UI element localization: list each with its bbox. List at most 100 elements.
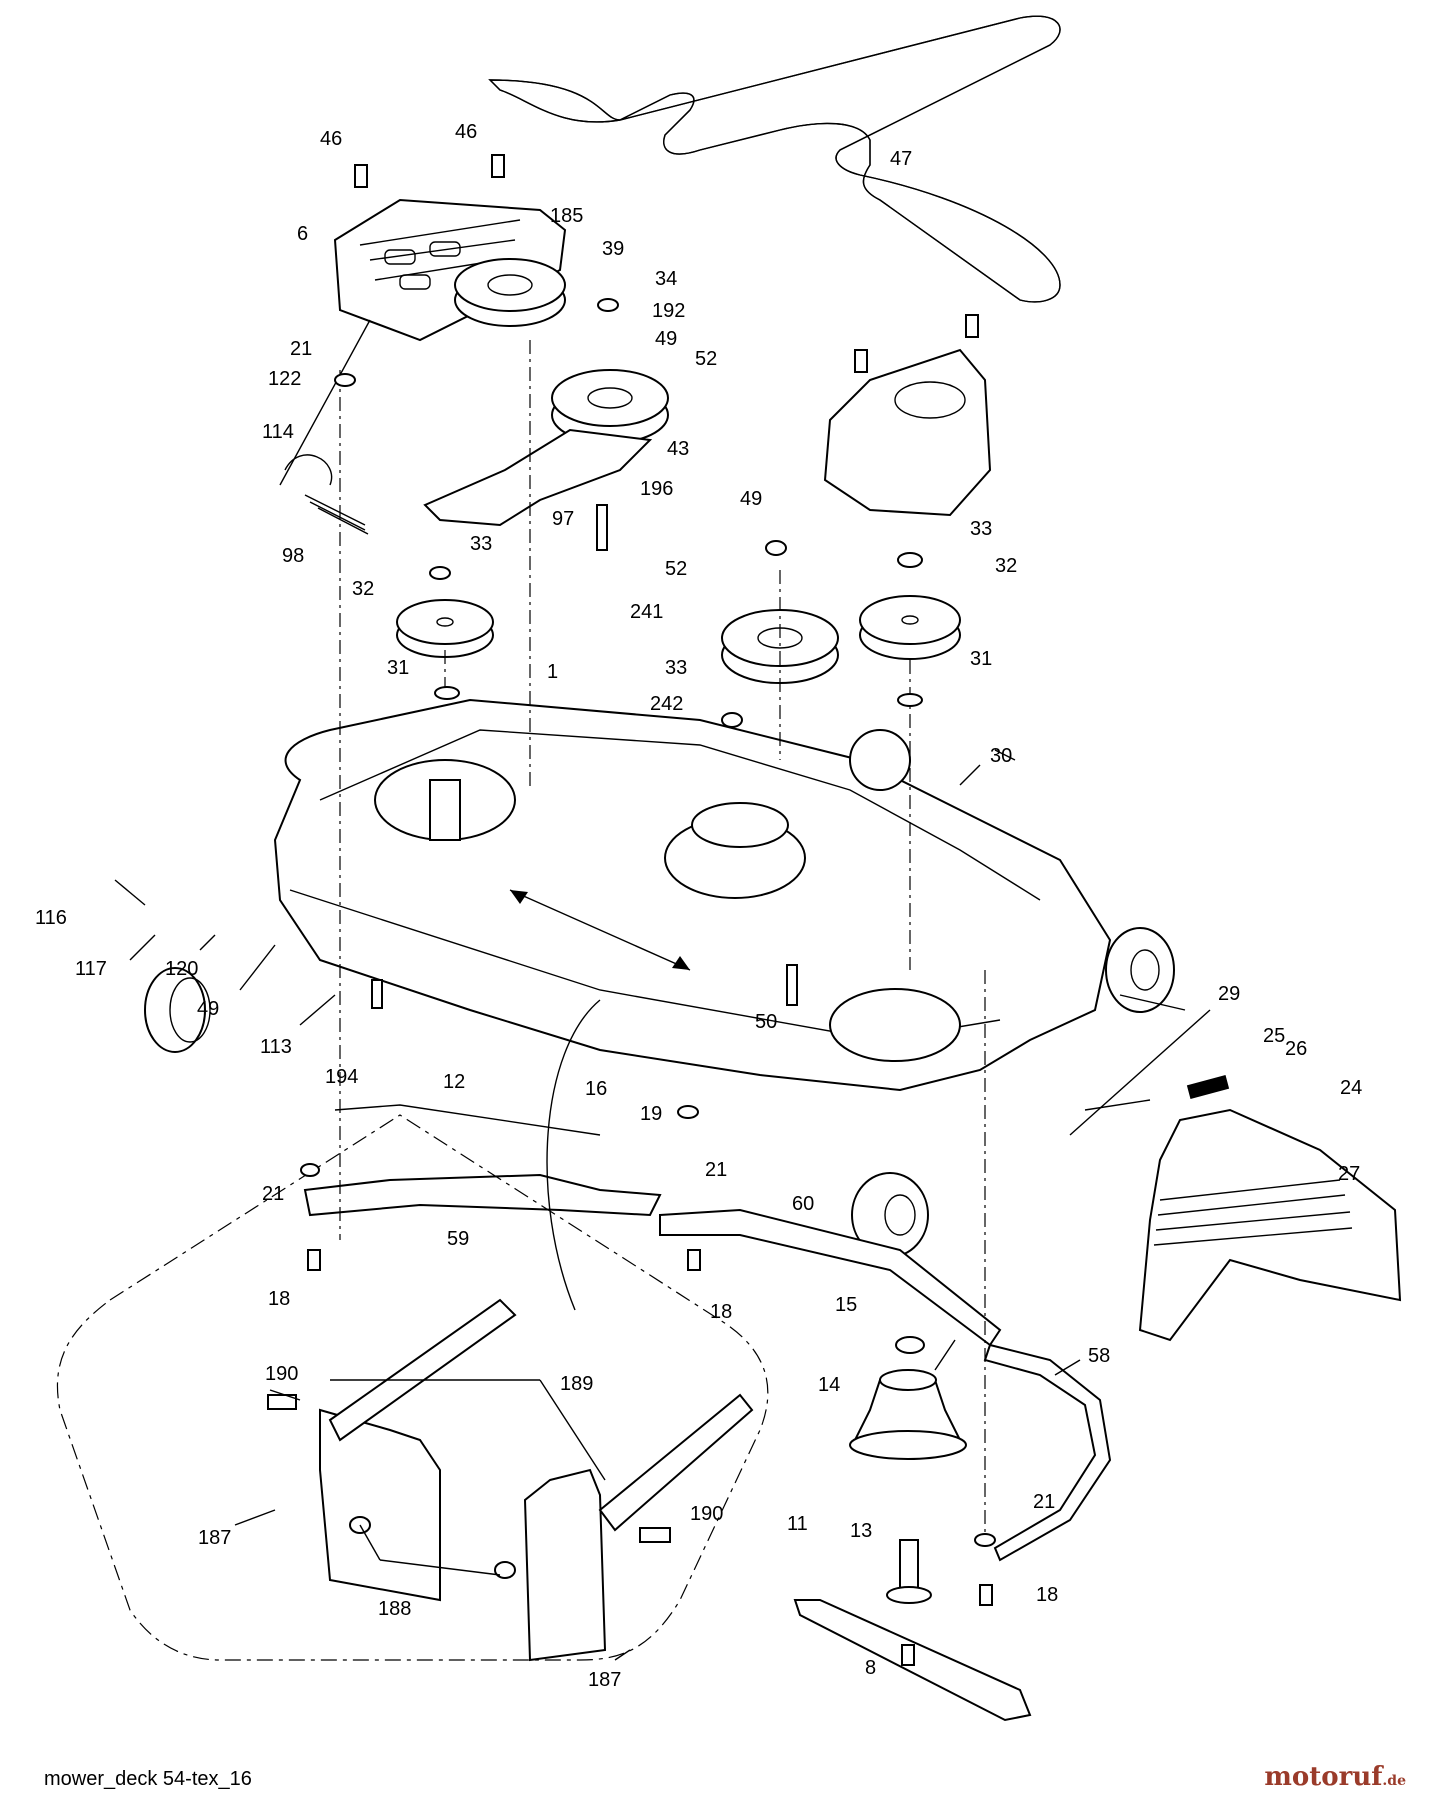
callout: 14: [818, 1374, 840, 1396]
callout: 31: [970, 648, 992, 670]
alignment-lines: [339, 340, 986, 1540]
discharge-chute: [1138, 1108, 1402, 1342]
callout: 1: [547, 661, 558, 683]
chute-spring: [1084, 1075, 1230, 1111]
callout: 97: [552, 508, 574, 530]
callout: 113: [260, 1036, 292, 1058]
callout: 49: [197, 998, 219, 1020]
gauge-wheel-rear: [849, 729, 911, 791]
callout: 49: [740, 488, 762, 510]
spindle-pulley-32-right: [859, 595, 961, 660]
lift-link-60: [659, 1208, 1002, 1347]
callout: 27: [1338, 1163, 1360, 1185]
callout: 49: [655, 328, 677, 350]
height-bracket-right: [523, 1393, 754, 1662]
callout: 21: [1033, 1491, 1055, 1513]
callout: 11: [787, 1513, 808, 1535]
lift-link-59: [303, 1173, 662, 1217]
gauge-wheel-left: [144, 967, 211, 1053]
callout: 31: [387, 657, 409, 679]
callout: 188: [378, 1598, 411, 1620]
inset-box: [56, 1114, 769, 1661]
callout: 122: [268, 368, 301, 390]
callout: 19: [640, 1103, 662, 1125]
callout: 43: [667, 438, 689, 460]
callout: 6: [297, 223, 308, 245]
callout: 24: [1340, 1077, 1362, 1099]
callout: 190: [265, 1363, 298, 1385]
callout: 32: [352, 578, 374, 600]
right-belt-cover: [823, 348, 992, 517]
callout: 26: [1285, 1038, 1307, 1060]
callout: 190: [690, 1503, 723, 1525]
callout: 241: [630, 601, 663, 623]
callout: 12: [443, 1071, 465, 1093]
spindle-pulley-32-left: [396, 599, 494, 658]
callout: 25: [1263, 1025, 1285, 1047]
callout: 18: [1036, 1584, 1058, 1606]
lift-link-58: [983, 1343, 1112, 1562]
callout: 50: [755, 1011, 777, 1033]
callout: 21: [262, 1183, 284, 1205]
callout: 33: [665, 657, 687, 679]
callout: 187: [588, 1669, 621, 1691]
callout: 52: [695, 348, 717, 370]
callout: 29: [1218, 983, 1240, 1005]
callout: 33: [970, 518, 992, 540]
callout-labels: 46 46 47 185 6 39 34 192 49 52 21 122 43…: [35, 121, 1362, 1691]
callout: 185: [550, 205, 583, 227]
callout: 192: [652, 300, 685, 322]
callout: 39: [602, 238, 624, 260]
callout: 98: [282, 545, 304, 567]
deck-housing: [273, 698, 1112, 1092]
callout: 21: [705, 1159, 727, 1181]
callout: 116: [35, 907, 67, 929]
callout: 15: [835, 1294, 857, 1316]
callout: 120: [165, 958, 198, 980]
callout: 30: [990, 745, 1012, 767]
callout: 47: [890, 148, 912, 170]
callout: 58: [1088, 1345, 1110, 1367]
site-logo: motoruf.de: [1264, 1762, 1406, 1792]
callout: 189: [560, 1373, 593, 1395]
callout: 13: [850, 1520, 872, 1542]
idler-pulley-39: [454, 258, 566, 327]
callout: 33: [470, 533, 492, 555]
callout: 117: [75, 958, 107, 980]
callout: 52: [665, 558, 687, 580]
callout: 21: [290, 338, 312, 360]
logo-name: motoruf: [1264, 1762, 1383, 1792]
diagram-caption: mower_deck 54-tex_16: [44, 1768, 252, 1790]
callout: 46: [320, 128, 342, 150]
idler-arm: [423, 428, 653, 527]
callout: 46: [455, 121, 477, 143]
leader-lines: [114, 749, 1211, 1661]
logo-tld: .de: [1382, 1773, 1406, 1789]
movement-arrow: [509, 889, 691, 1311]
callout: 194: [325, 1066, 358, 1088]
callout: 32: [995, 555, 1017, 577]
callout: 60: [792, 1193, 814, 1215]
drive-belt: [488, 15, 1061, 303]
tension-spring: [279, 319, 371, 535]
callout: 114: [262, 421, 294, 443]
callout: 18: [268, 1288, 290, 1310]
callout: 8: [865, 1657, 876, 1679]
link-rod-12: [334, 1104, 601, 1136]
callout: 18: [710, 1301, 732, 1323]
bolts: [267, 154, 993, 1666]
spindle-housing: [849, 1369, 967, 1460]
gauge-wheel-right-bottom: [851, 1172, 929, 1258]
callout: 196: [640, 478, 673, 500]
gauge-wheel-right-top: [1105, 927, 1175, 1013]
spindle-shaft: [886, 1539, 932, 1604]
height-bracket-left: [319, 1298, 517, 1602]
callout: 187: [198, 1527, 231, 1549]
callout: 242: [650, 693, 683, 715]
callout: 59: [447, 1228, 469, 1250]
nuts-washers: [300, 298, 996, 1579]
idler-pulley-52-top: [551, 369, 669, 444]
callout: 16: [585, 1078, 607, 1100]
callout: 34: [655, 268, 677, 290]
